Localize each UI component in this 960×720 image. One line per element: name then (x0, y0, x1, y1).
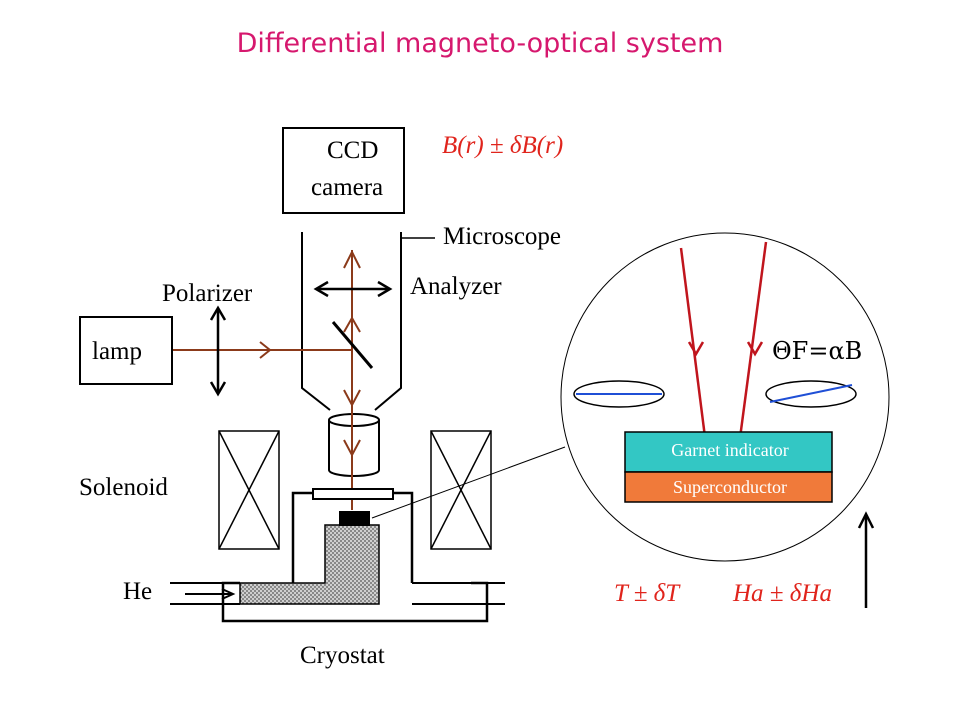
superconductor-label: Superconductor (673, 477, 787, 497)
polarizer-arrow (209, 305, 227, 397)
ccd-label-line1: CCD (327, 137, 379, 164)
polarizer-label: Polarizer (162, 280, 253, 307)
light-path (172, 249, 361, 510)
inset-polarizer-left (573, 380, 665, 408)
superconductor-layer (624, 471, 833, 503)
solenoid-right (430, 430, 492, 550)
cold-finger (239, 524, 380, 605)
analyzer-arrow (313, 280, 393, 298)
lamp-box (79, 316, 173, 385)
solenoid-left (218, 430, 280, 550)
ccd-camera-box (282, 127, 405, 214)
temperature-annotation: T ± δT (614, 580, 680, 607)
solenoid-label: Solenoid (79, 474, 168, 501)
sample (339, 511, 370, 526)
page-title: Differential magneto-optical system (236, 28, 724, 59)
beam-splitter (331, 321, 374, 369)
garnet-label: Garnet indicator (671, 440, 789, 460)
field-annotation: B(r) ± δB(r) (442, 132, 564, 159)
cryostat-window (312, 488, 394, 500)
garnet-layer (624, 431, 833, 473)
he-label: He (123, 578, 153, 605)
applied-field-arrow (857, 511, 875, 608)
he-inlet-arrow (185, 588, 236, 600)
cryostat-label: Cryostat (300, 642, 385, 669)
objective-lens (328, 413, 380, 477)
lamp-label: lamp (92, 338, 142, 365)
faraday-label: ΘF=αB (772, 337, 863, 365)
microscope-label: Microscope (443, 223, 562, 250)
inset-pointer (371, 446, 566, 519)
inset-rays (679, 241, 768, 454)
inset-analyzer-right (765, 380, 857, 408)
ccd-label-line2: camera (311, 174, 384, 201)
microscope-tube (301, 232, 402, 411)
analyzer-label: Analyzer (410, 273, 502, 300)
applied-field-annotation: Ha ± δHa (733, 580, 832, 607)
